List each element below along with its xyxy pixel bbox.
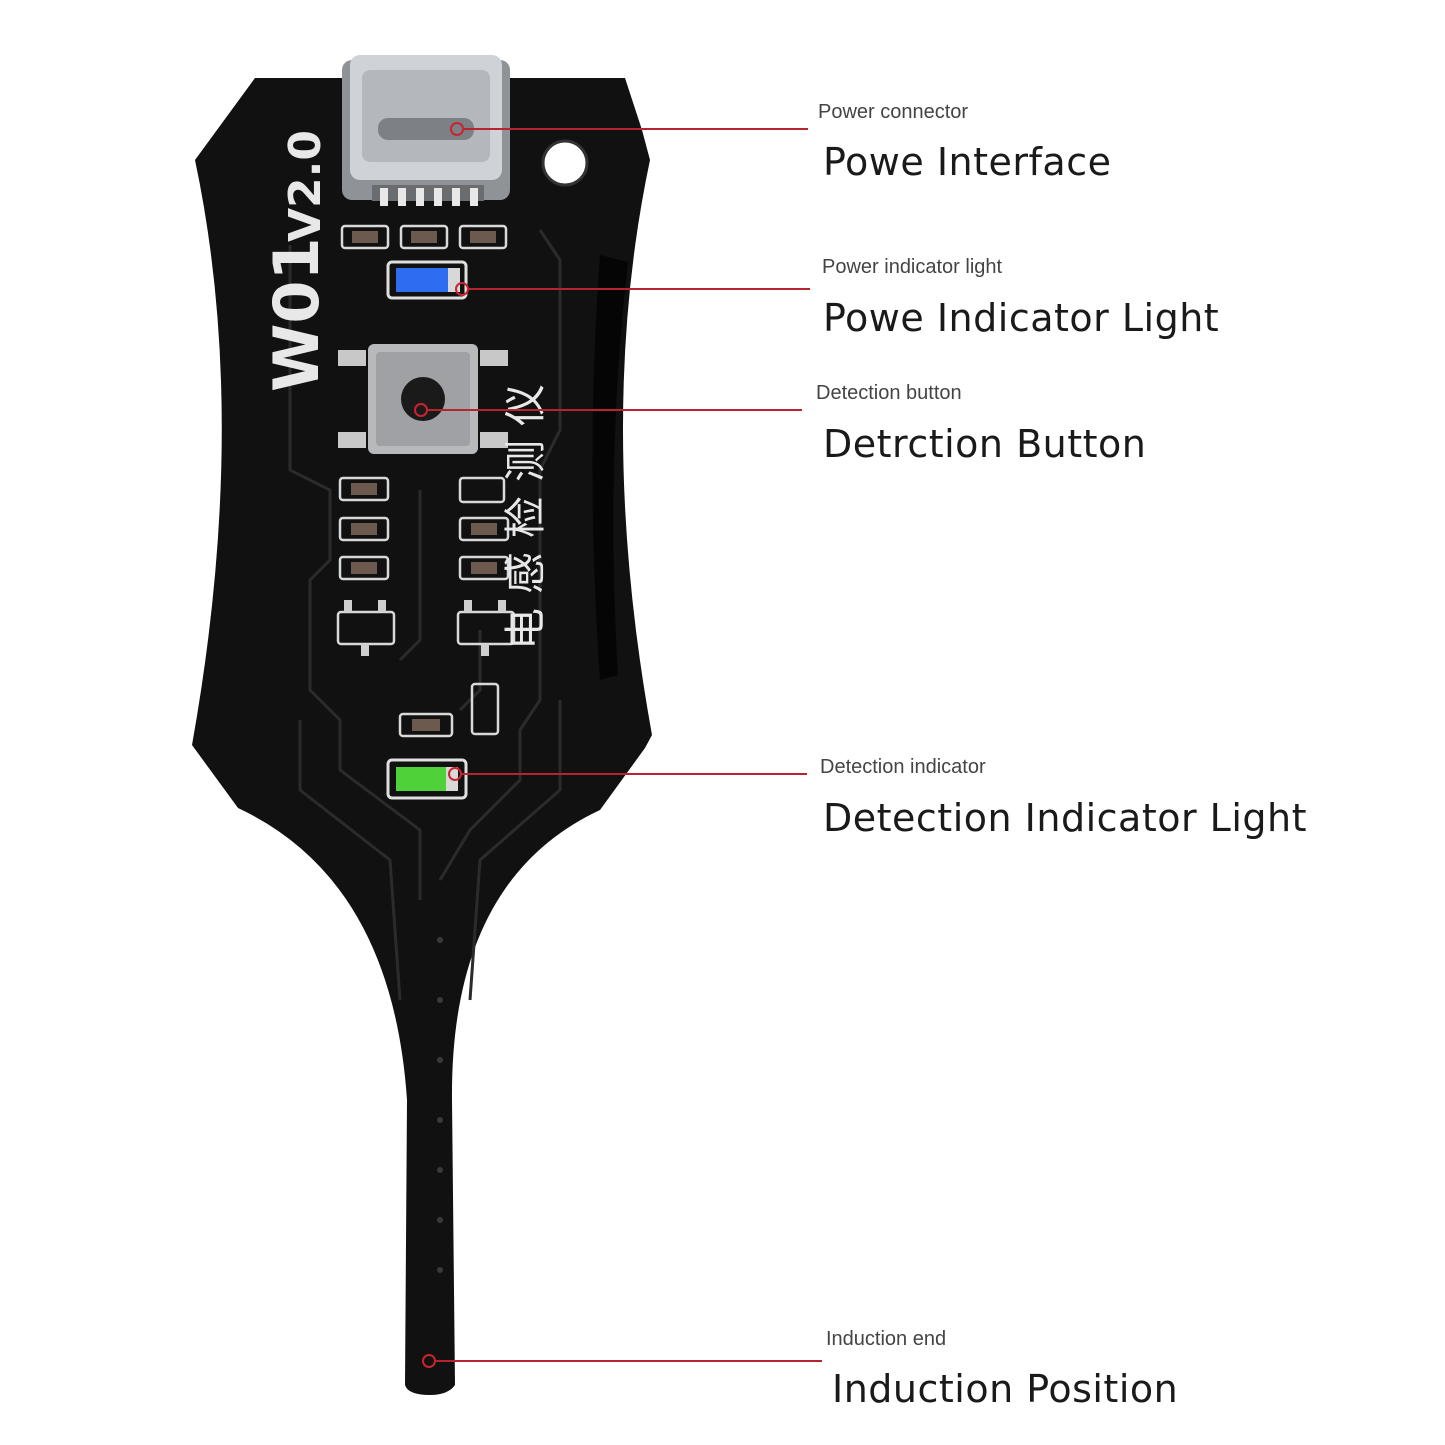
callout-dot xyxy=(414,403,428,417)
usb-c-connector xyxy=(342,55,510,206)
callout-small-label: Power connector xyxy=(818,101,969,123)
callout-dot xyxy=(448,767,462,781)
mount-hole xyxy=(541,139,589,187)
callout-small-label: Detection indicator xyxy=(820,756,986,778)
model-label: W01 xyxy=(260,237,333,392)
pcb-edge xyxy=(592,255,628,680)
probe-vias xyxy=(437,937,443,1273)
pcb-traces xyxy=(288,229,562,1001)
callout-small-label: Power indicator light xyxy=(822,256,1003,278)
callout-big-label: Detrction Button xyxy=(823,422,1147,466)
callout-dot xyxy=(422,1354,436,1368)
callout-line xyxy=(469,288,810,290)
callout-big-label: Powe Indicator Light xyxy=(823,296,1220,340)
callout-big-label: Induction Position xyxy=(832,1367,1179,1411)
callout-big-label: Detection Indicator Light xyxy=(823,796,1308,840)
callout-small-label: Detection button xyxy=(816,382,962,404)
callout-line xyxy=(464,128,808,130)
callout-line xyxy=(462,773,807,775)
callout-dot xyxy=(455,282,469,296)
callout-line xyxy=(428,409,802,411)
callout-dot xyxy=(450,122,464,136)
callout-line xyxy=(436,1360,822,1362)
version-label: V2.0 xyxy=(280,130,331,242)
smd-components-top xyxy=(340,224,508,250)
callout-big-label: Powe Interface xyxy=(823,140,1112,184)
tactile-switch xyxy=(338,344,508,454)
chinese-label: 电感检测仪 xyxy=(501,370,550,650)
callout-small-label: Induction end xyxy=(826,1328,947,1350)
smd-components-middle xyxy=(336,476,516,738)
